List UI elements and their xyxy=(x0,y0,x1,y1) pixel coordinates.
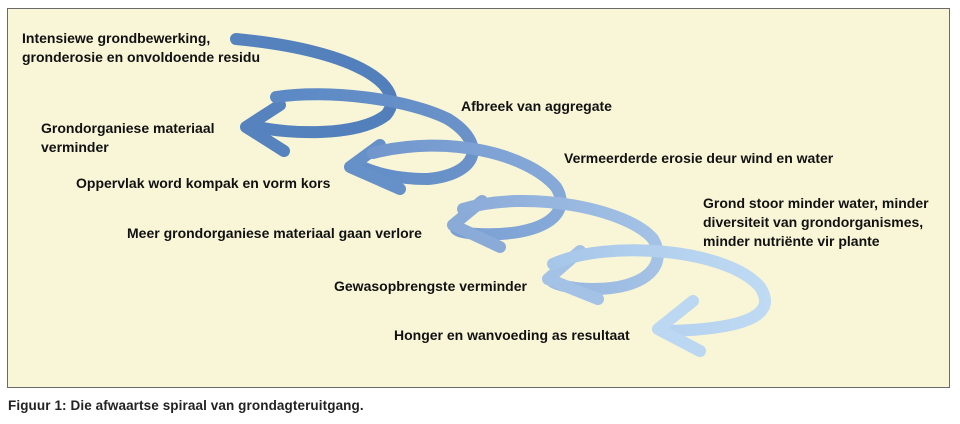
stage-label-hunger-malnutrition: Honger en wanvoeding as resultaat xyxy=(394,327,630,343)
figure-caption: Figuur 1: Die afwaartse spiraal van gron… xyxy=(8,398,364,413)
stage-label-more-organic-loss: Meer grondorganiese materiaal gaan verlo… xyxy=(127,225,422,241)
spiral-loop-5-arrowhead xyxy=(652,295,706,357)
spiral-loop-1-arrowhead xyxy=(240,99,290,157)
downward-spiral-arrows xyxy=(230,33,771,357)
stage-label-organic-matter-decline: Grondorganiese materiaal verminder xyxy=(41,120,215,155)
spiral-loop-5-arrow xyxy=(547,244,771,337)
stage-label-less-water-storage: Grond stoor minder water, minder diversi… xyxy=(703,195,929,249)
diagram-panel: Intensiewe grondbewerking, gronderosie e… xyxy=(7,8,950,388)
stage-label-intensive-tillage: Intensiewe grondbewerking, gronderosie e… xyxy=(22,30,261,65)
stage-label-surface-crust: Oppervlak word kompak en vorm kors xyxy=(76,175,331,191)
stage-label-increased-erosion: Vermeerderde erosie deur wind en water xyxy=(564,150,834,166)
spiral-loop-2-arrow xyxy=(270,88,479,186)
spiral-loop-1-arrow xyxy=(230,33,398,139)
stage-label-yield-decline: Gewasopbrengste verminder xyxy=(334,278,527,294)
stage-label-aggregate-breakdown: Afbreek van aggregate xyxy=(461,98,612,114)
